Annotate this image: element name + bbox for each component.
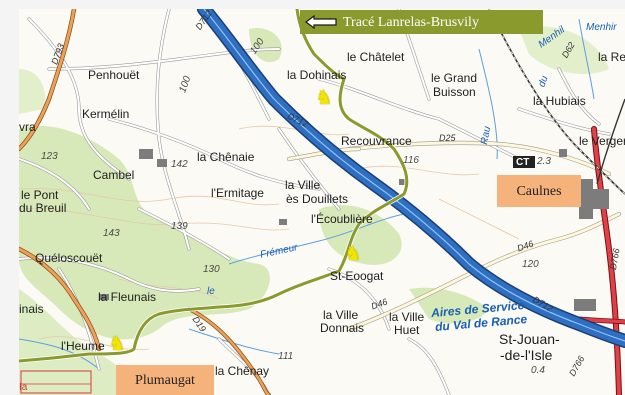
ct-badge-label: CT <box>516 157 530 168</box>
d19-road <box>187 307 271 395</box>
d793-road <box>19 9 102 352</box>
ct-badge <box>513 156 535 168</box>
railway <box>488 9 625 195</box>
forest-areas <box>19 26 609 395</box>
motorway <box>197 9 625 348</box>
place-le-pont: le Pont <box>21 188 59 202</box>
place-la-chenaie: la Chênaie <box>197 150 255 164</box>
place-la-chenay: la Chênay <box>215 364 270 378</box>
water-le: le <box>207 286 215 297</box>
topographic-map[interactable]: Penhouët Kermélin Cambel le Pont du Breu… <box>19 9 625 395</box>
road-d25: D25 <box>439 133 456 143</box>
spot-height-123: 123 <box>41 151 58 162</box>
horse-icon[interactable]: ♞ <box>315 87 333 109</box>
place-st-jouan: St-Jouan- <box>499 331 560 347</box>
place-donnais: Donnais <box>320 321 365 335</box>
spot-height-120: 120 <box>522 259 539 270</box>
place-huet: Huet <box>394 323 420 337</box>
place-penhouet: Penhouët <box>88 68 140 82</box>
horse-icon[interactable]: ♞ <box>108 333 126 355</box>
place-la-ville-1: la Ville <box>285 178 321 192</box>
caulnes-callout[interactable]: Caulnes <box>497 175 581 207</box>
place-la-dohinais: la Dohinais <box>287 68 347 82</box>
caulnes-callout-text: Caulnes <box>516 184 562 199</box>
left-arrow-icon <box>305 15 337 29</box>
spot-height-2-3: 2.3 <box>537 156 551 167</box>
horse-icon[interactable]: ♞ <box>344 243 362 265</box>
place-le-verger: le Verger <box>579 134 625 148</box>
place-inais: inais <box>19 302 44 316</box>
spot-height-111: 111 <box>278 351 294 362</box>
place-le-grand: le Grand <box>431 71 478 85</box>
place-ia: Ia <box>19 382 28 393</box>
place-queloscouet: Quéloscouët <box>35 251 103 265</box>
contour-lines <box>19 125 520 351</box>
minor-roads <box>19 9 610 395</box>
map-graphics <box>19 9 625 395</box>
spot-height-143: 143 <box>103 228 120 239</box>
place-l-ecoubliere: l'Écoublière <box>311 212 373 226</box>
plumaugat-callout-text: Plumaugat <box>135 373 195 388</box>
place-es-douillets: ès Douillets <box>286 192 349 206</box>
track-callout[interactable]: Tracé Lanrelas-Brusvily <box>300 10 543 34</box>
plumaugat-callout[interactable]: Plumaugat <box>116 365 214 395</box>
built-up-areas <box>99 149 609 311</box>
place-menhir: Menhir <box>586 22 617 33</box>
place-la-ville-3: la Ville <box>389 310 425 324</box>
place-st-eoogat: St-Eoogat <box>330 269 384 283</box>
place-kermelin: Kermélin <box>82 107 130 121</box>
place-l-heume: l'Heume <box>61 339 105 353</box>
place-buisson: Buisson <box>433 85 476 99</box>
map-scale-marker <box>20 370 92 394</box>
spot-height-142: 142 <box>171 159 188 170</box>
spot-height-139: 139 <box>171 221 188 232</box>
place-l-ermitage: l'Ermitage <box>211 186 264 200</box>
place-la-ville-2: la Ville <box>323 308 359 322</box>
place-de-l-isle: -de-l'Isle <box>500 347 553 363</box>
spot-height-130: 130 <box>203 264 220 275</box>
equestrian-track <box>19 9 410 364</box>
place-recouvrance: Recouvrance <box>341 134 412 148</box>
spot-height-116: 116 <box>403 155 419 166</box>
track-callout-text: Tracé Lanrelas-Brusvily <box>343 15 479 30</box>
place-cambel: Cambel <box>93 168 135 182</box>
place-du-breuil: du Breuil <box>19 201 67 215</box>
place-vra: vra <box>19 120 36 134</box>
place-la-fleunais: la Fleunais <box>98 290 157 304</box>
place-la-re: la Re <box>598 50 625 64</box>
spot-height-0-4: 0.4 <box>531 365 545 376</box>
place-le-chatelet: le Châtelet <box>347 50 405 64</box>
place-la-hubiais: la Hubiais <box>533 94 586 108</box>
